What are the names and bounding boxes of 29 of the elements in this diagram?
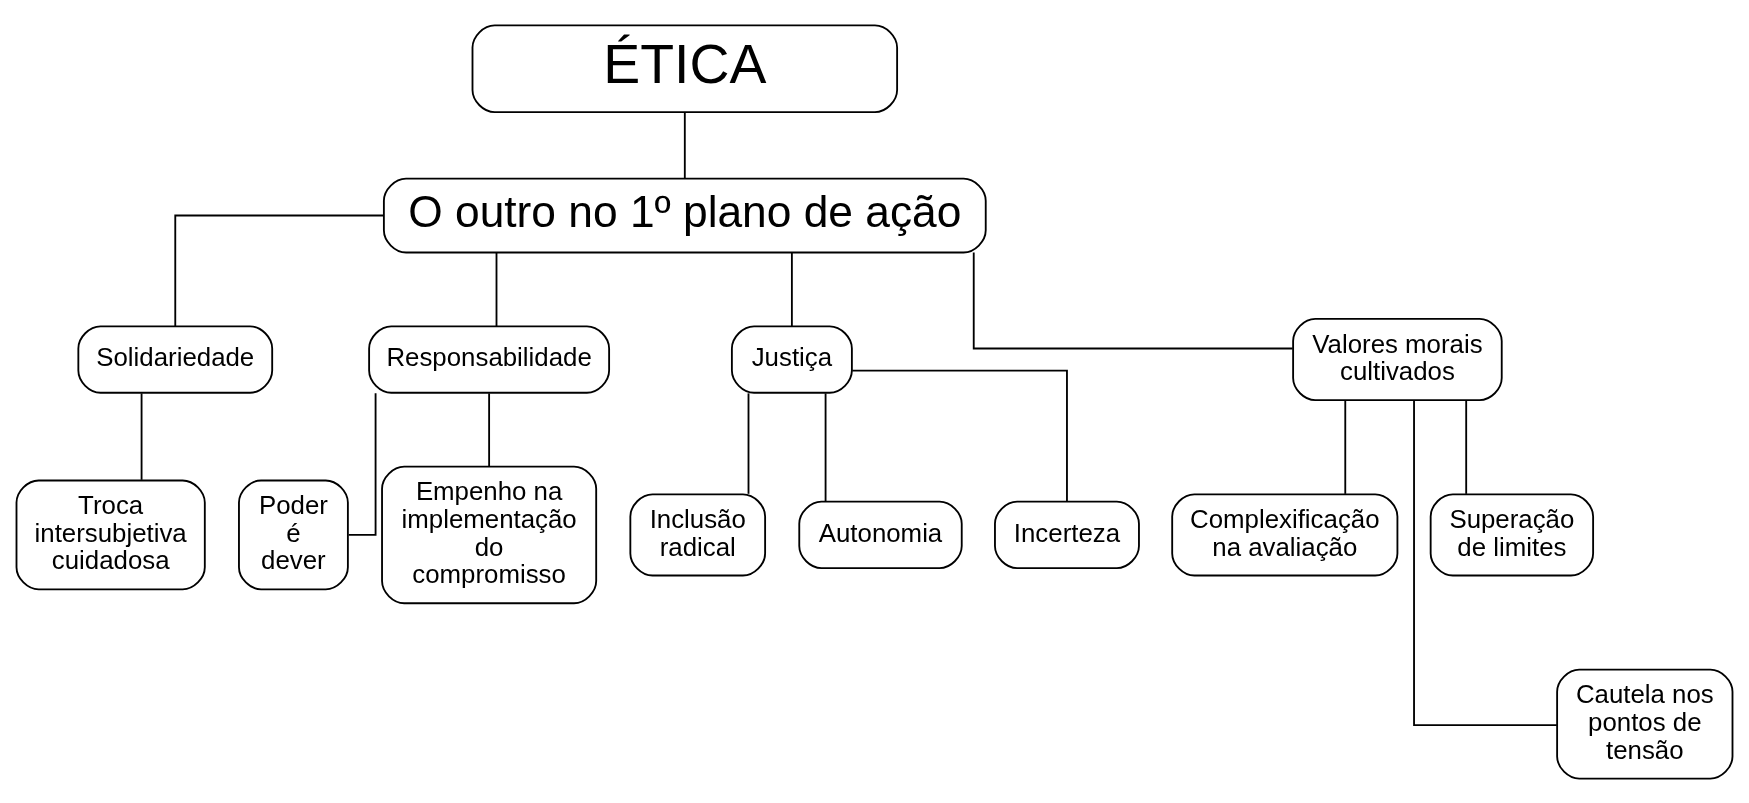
- connector: [174, 214, 385, 327]
- node-box: Valores morais cultivados: [1292, 317, 1503, 401]
- node-box: Superação de limites: [1429, 492, 1595, 576]
- connector: [824, 391, 827, 502]
- node-box: Responsabilidade: [368, 324, 611, 394]
- connector: [1344, 398, 1347, 495]
- connector: [851, 369, 1068, 503]
- node-box: Autonomia: [798, 500, 963, 569]
- node-box: ÉTICA: [471, 23, 899, 113]
- connector: [495, 251, 498, 327]
- connector: [140, 391, 143, 481]
- node-box: Empenho na implementação do compromisso: [381, 465, 598, 604]
- connector: [972, 251, 1294, 349]
- connector: [683, 111, 686, 179]
- node-box: Incerteza: [994, 500, 1140, 569]
- connector: [347, 391, 377, 536]
- node-box: Solidariedade: [77, 324, 274, 394]
- connector: [747, 391, 750, 495]
- node-box: Complexificação na avaliação: [1171, 492, 1399, 576]
- node-box: Inclusão radical: [629, 492, 767, 576]
- node-box: Poder é dever: [238, 479, 349, 590]
- node-box: Justiça: [730, 324, 853, 394]
- connector: [1413, 399, 1558, 726]
- connector: [790, 251, 793, 327]
- connector: [1465, 398, 1468, 495]
- node-box: Troca intersubjetiva cuidadosa: [15, 479, 206, 590]
- connector: [488, 391, 491, 467]
- node-box: Cautela nos pontos de tensão: [1556, 668, 1734, 780]
- node-box: O outro no 1º plano de ação: [382, 177, 987, 253]
